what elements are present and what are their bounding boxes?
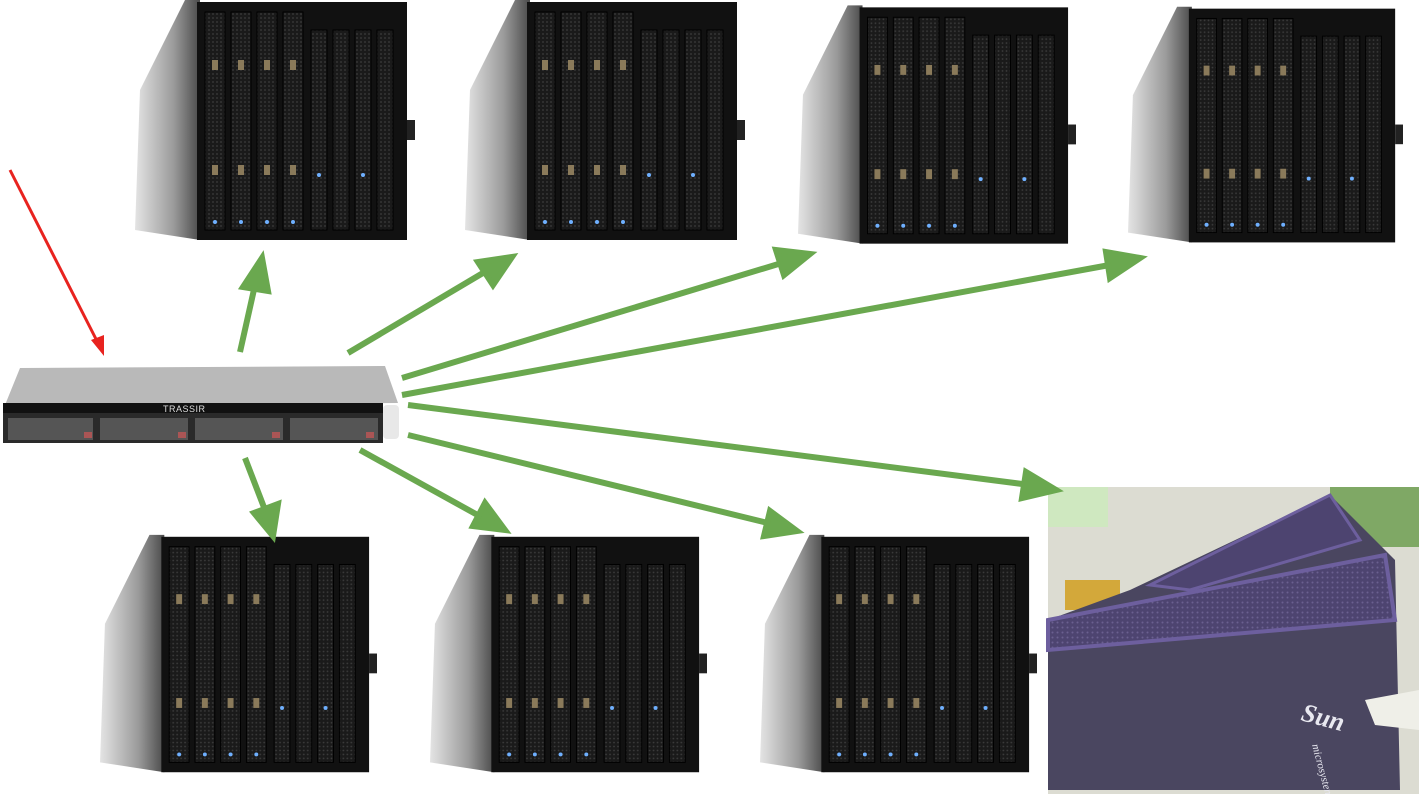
red-input-arrow — [8, 169, 104, 356]
server-brand-label: TRASSIR — [163, 404, 206, 414]
blade-chassis-bottom-2 — [430, 534, 707, 773]
arrow-to-bottom-1 — [242, 456, 282, 544]
arrow-to-top-3 — [401, 246, 818, 381]
blade-chassis-bottom-1 — [100, 534, 377, 773]
arrow-to-bottom-3 — [407, 432, 805, 540]
sun-microsystems-server-photo: Sun microsystems — [1046, 487, 1419, 794]
arrow-to-sun — [407, 402, 1064, 502]
blade-chassis-top-4 — [1128, 6, 1403, 243]
blade-chassis-top-1 — [135, 0, 415, 241]
arrow-to-bottom-2 — [358, 447, 512, 534]
blade-chassis-top-3 — [798, 5, 1076, 245]
arrow-to-top-4 — [401, 248, 1148, 398]
blade-chassis-bottom-3 — [760, 534, 1037, 773]
central-rack-server: TRASSIR — [3, 366, 399, 443]
arrow-to-top-1 — [237, 250, 272, 353]
arrow-to-top-2 — [346, 253, 519, 356]
green-arrows — [237, 246, 1148, 544]
blade-chassis-top-2 — [465, 0, 745, 241]
